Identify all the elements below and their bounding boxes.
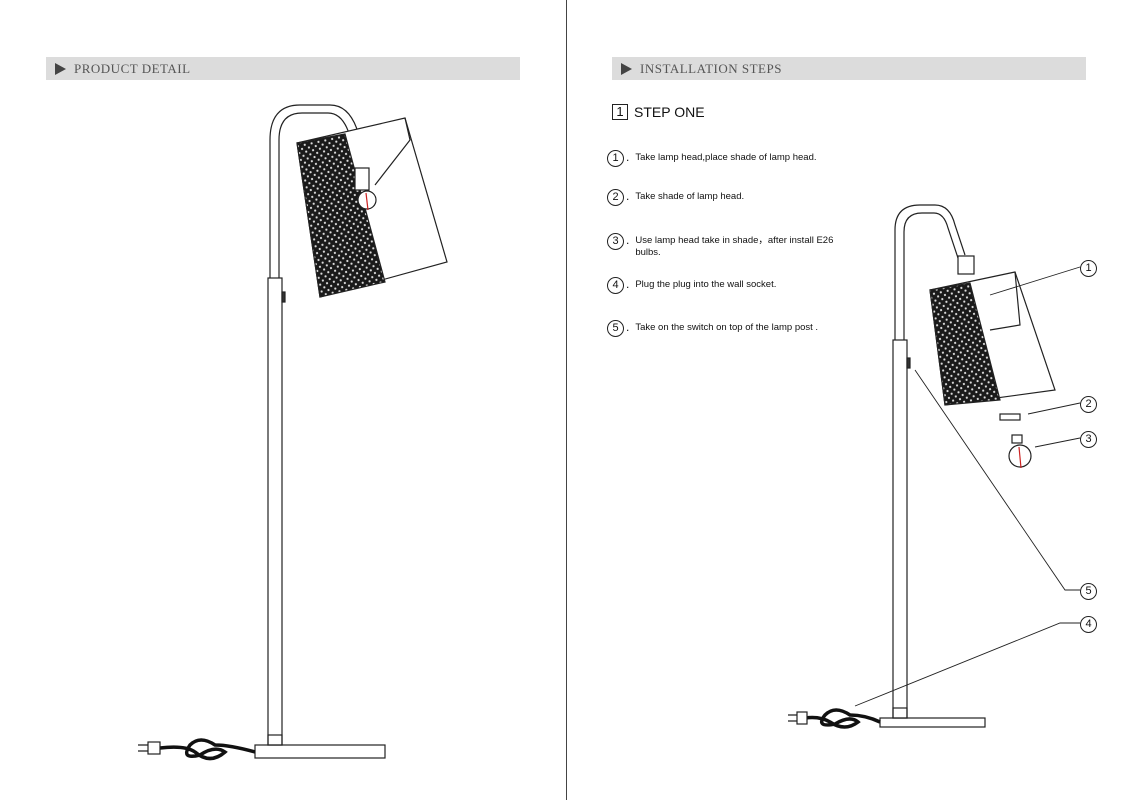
step-item: 2. Take shade of lamp head. [607,189,835,206]
step-title: STEP ONE [634,104,705,120]
callout-number: 4 [1080,616,1097,633]
product-detail-header: PRODUCT DETAIL [46,57,520,80]
step-number: 1 [612,104,628,120]
callout-number: 2 [1080,396,1097,413]
step-item: 5. Take on the switch on top of the lamp… [607,320,835,337]
floor-lamp-installation-drawing [788,204,1081,729]
section-title: INSTALLATION STEPS [640,60,782,76]
step-text: Take shade of lamp head. [635,191,745,202]
callout-number: 1 [1080,260,1097,277]
step-heading: 1 STEP ONE [612,104,705,120]
triangle-icon [621,62,632,75]
step-text: Take lamp head,place shade of lamp head. [635,152,817,163]
step-circle-number: 5 [607,320,624,337]
page-divider [566,0,567,800]
callout-number: 3 [1080,431,1097,448]
step-circle-number: 1 [607,150,624,167]
step-text: Take on the switch on top of the lamp po… [635,322,819,333]
floor-lamp-product-drawing [138,104,448,761]
step-circle-number: 3 [607,233,624,250]
step-text: Use lamp head take in shade，after instal… [635,235,834,258]
step-text: Plug the plug into the wall socket. [635,279,777,290]
callout-number: 5 [1080,583,1097,600]
step-item: 3. Use lamp head take in shade，after ins… [607,233,835,259]
step-item: 4. Plug the plug into the wall socket. [607,277,835,294]
installation-steps-header: INSTALLATION STEPS [612,57,1086,80]
step-item: 1. Take lamp head,place shade of lamp he… [607,150,835,167]
step-circle-number: 4 [607,277,624,294]
section-title: PRODUCT DETAIL [74,60,191,76]
step-circle-number: 2 [607,189,624,206]
triangle-icon [55,62,66,75]
